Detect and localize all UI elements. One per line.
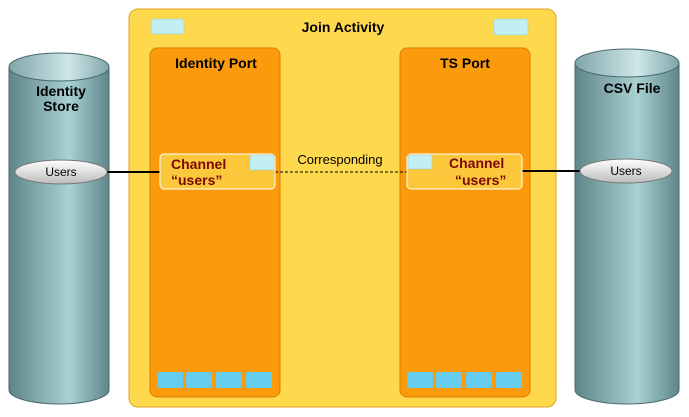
ts-port-slot-1 [407, 372, 433, 388]
csv-file-cylinder: CSV File [574, 48, 680, 405]
identity-port: Identity Port [149, 47, 281, 398]
identity-channel-marker [249, 154, 275, 171]
identity-port-slot-1 [157, 372, 183, 388]
identity-channel-label-line2: “users” [171, 172, 222, 188]
identity-store-label-line1: Identity [36, 83, 86, 99]
csv-file-label: CSV File [604, 80, 661, 96]
csv-users-pill[interactable]: Users [579, 158, 673, 184]
ts-channel[interactable]: Channel “users” [406, 153, 523, 190]
ts-port-slot-4 [496, 372, 522, 388]
join-activity-title: Join Activity [302, 19, 385, 35]
activity-marker-right [493, 18, 529, 36]
identity-channel-label-line1: Channel [171, 156, 226, 172]
ts-port-title: TS Port [440, 55, 490, 71]
identity-users-pill-label: Users [45, 165, 76, 179]
ts-channel-marker [407, 154, 433, 170]
ts-port-slot-2 [436, 372, 462, 388]
ts-channel-label-line1: Channel [449, 155, 504, 171]
activity-marker-left [150, 18, 185, 35]
identity-port-title: Identity Port [175, 55, 257, 71]
corresponding-label: Corresponding [297, 152, 382, 167]
identity-port-slot-3 [216, 372, 242, 388]
identity-users-pill[interactable]: Users [14, 159, 108, 185]
identity-store-label-line2: Store [43, 98, 79, 114]
identity-channel[interactable]: Channel “users” [159, 153, 276, 190]
identity-port-slot-2 [186, 372, 212, 388]
identity-port-slot-4 [246, 372, 272, 388]
ts-channel-label-line2: “users” [455, 172, 506, 188]
identity-store-cylinder: Identity Store [8, 52, 110, 405]
ts-port-slot-3 [466, 372, 492, 388]
csv-users-pill-label: Users [610, 164, 641, 178]
ts-port: TS Port [399, 47, 531, 398]
